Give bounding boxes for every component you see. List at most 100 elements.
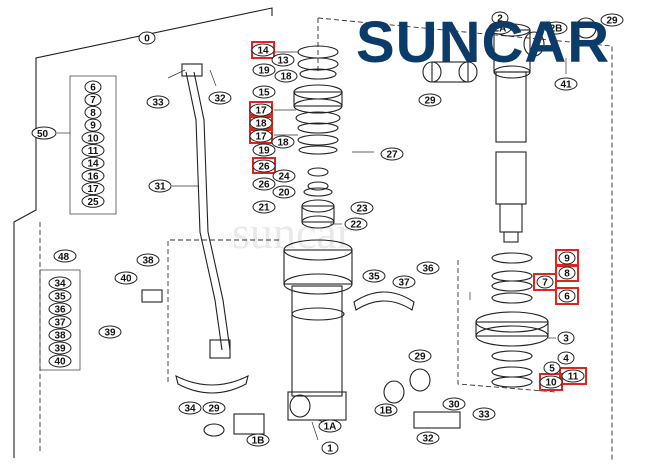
svg-text:38: 38	[142, 256, 154, 267]
svg-text:18: 18	[277, 138, 289, 149]
bushings	[203, 17, 597, 437]
svg-text:2: 2	[497, 14, 503, 25]
callout-c33b: 33	[472, 407, 496, 421]
svg-text:7: 7	[90, 95, 96, 106]
svg-text:17: 17	[255, 132, 267, 143]
callout-c1a: 1A	[318, 419, 342, 433]
callout-c37: 37	[392, 275, 416, 289]
callout-c39: 39	[98, 325, 122, 339]
svg-text:13: 13	[277, 56, 289, 67]
svg-text:29: 29	[208, 404, 220, 415]
svg-text:1A: 1A	[324, 422, 337, 433]
piston-seal-stack	[293, 45, 343, 229]
svg-text:11: 11	[568, 372, 579, 383]
callout-c8: 8	[558, 266, 576, 280]
callout-c11: 11	[561, 369, 585, 383]
callout-c6: 6	[558, 289, 576, 303]
svg-text:11: 11	[88, 146, 99, 157]
svg-text:30: 30	[448, 400, 460, 411]
callout-kit48-37: 37	[48, 315, 72, 329]
callout-kit50-16: 16	[81, 169, 105, 183]
svg-text:19: 19	[258, 66, 270, 77]
callout-c26a: 26	[252, 159, 276, 173]
callout-c33a: 33	[146, 95, 170, 109]
svg-text:33: 33	[152, 98, 164, 109]
callout-c0: 0	[138, 31, 156, 45]
suncar-logo: SUNCAR	[356, 8, 648, 75]
callout-c5: 5	[543, 361, 561, 375]
callout-c19a: 19	[252, 143, 276, 157]
callout-c10: 10	[539, 375, 563, 389]
svg-text:2A: 2A	[494, 24, 507, 35]
svg-text:14: 14	[87, 159, 99, 170]
svg-text:18: 18	[255, 119, 267, 130]
svg-text:39: 39	[54, 344, 66, 355]
svg-text:16: 16	[87, 171, 99, 182]
callout-c32a: 32	[208, 91, 232, 105]
svg-text:1B: 1B	[252, 436, 265, 447]
svg-text:29: 29	[424, 96, 436, 107]
callout-c29c: 29	[202, 401, 226, 415]
cylinder-barrel	[283, 239, 353, 421]
callout-c2a: 2A	[488, 21, 512, 35]
svg-text:18: 18	[280, 72, 292, 83]
svg-text:40: 40	[120, 274, 132, 285]
callout-c27: 27	[380, 147, 404, 161]
callout-c1b_left: 1B	[246, 433, 270, 447]
svg-text:20: 20	[278, 188, 290, 199]
svg-text:39: 39	[104, 328, 116, 339]
svg-text:38: 38	[54, 331, 66, 342]
svg-text:40: 40	[54, 357, 66, 368]
svg-text:35: 35	[54, 292, 66, 303]
callout-c2b: 2B	[544, 21, 568, 35]
svg-text:3: 3	[563, 334, 569, 345]
svg-text:32: 32	[214, 94, 226, 105]
callout-kit50-14: 14	[81, 156, 105, 170]
svg-text:7: 7	[542, 278, 548, 289]
svg-text:0: 0	[144, 34, 150, 45]
callout-kit48-34: 34	[48, 276, 72, 290]
callout-c14: 14	[251, 43, 275, 57]
svg-text:25: 25	[87, 197, 99, 208]
callout-kit50-10: 10	[81, 131, 105, 145]
svg-text:37: 37	[398, 278, 410, 289]
svg-text:29: 29	[414, 352, 426, 363]
callout-kit50-17: 17	[81, 182, 105, 196]
callout-c29_top: 29	[600, 13, 624, 27]
callout-kit50-8: 8	[84, 105, 102, 119]
callout-kit48-39: 39	[48, 341, 72, 355]
svg-text:19: 19	[258, 146, 270, 157]
callout-c1b_right: 1B	[374, 403, 398, 417]
svg-text:31: 31	[154, 182, 166, 193]
svg-text:5: 5	[549, 364, 555, 375]
svg-text:17: 17	[255, 106, 267, 117]
svg-text:17: 17	[87, 184, 99, 195]
callout-kit48-38: 38	[48, 328, 72, 342]
svg-text:9: 9	[564, 254, 570, 265]
svg-text:10: 10	[545, 378, 557, 389]
callout-c30: 30	[442, 397, 466, 411]
svg-text:36: 36	[422, 264, 434, 275]
svg-text:23: 23	[356, 204, 368, 215]
svg-text:48: 48	[58, 252, 70, 263]
callout-c1: 1	[321, 441, 339, 455]
callout-c38: 38	[136, 253, 160, 267]
callout-c3: 3	[557, 331, 575, 345]
callout-c40: 40	[114, 271, 138, 285]
svg-text:14: 14	[257, 46, 269, 57]
callout-c24: 24	[272, 169, 296, 183]
callout-c21: 21	[252, 200, 276, 214]
svg-text:29: 29	[606, 16, 618, 27]
callout-kit48-40: 40	[48, 354, 72, 368]
svg-text:15: 15	[258, 88, 270, 99]
callout-c7: 7	[536, 275, 554, 289]
callout-c20: 20	[272, 185, 296, 199]
hydraulic-tube	[172, 63, 231, 359]
svg-text:33: 33	[478, 410, 490, 421]
svg-text:6: 6	[564, 292, 570, 303]
callout-c29a: 29	[418, 93, 442, 107]
callout-c23: 23	[350, 201, 374, 215]
